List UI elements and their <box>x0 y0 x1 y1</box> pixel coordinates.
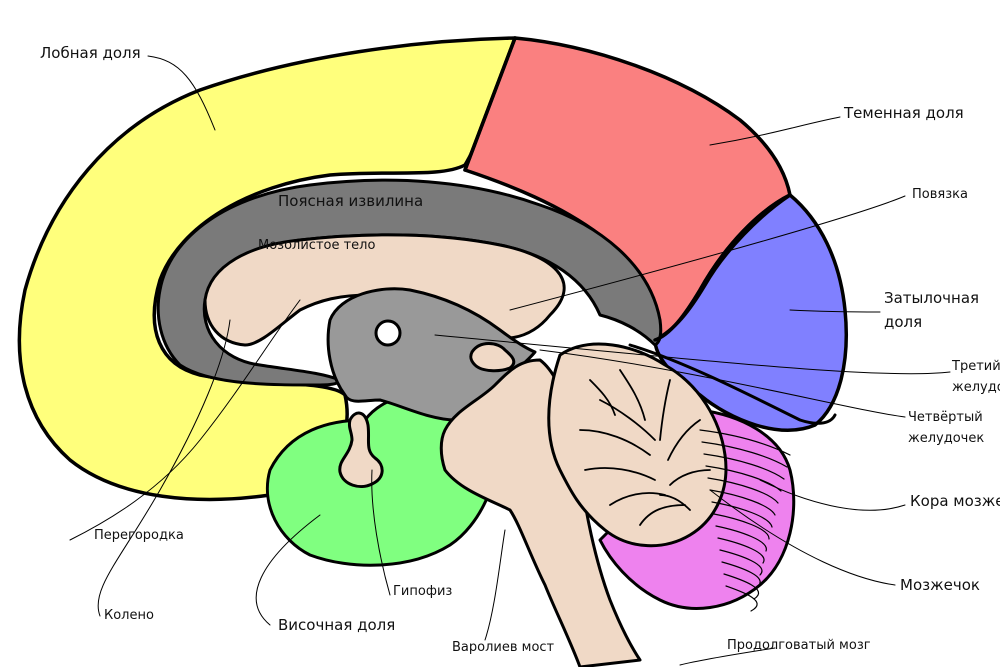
label-parietal-lobe: Теменная доля <box>844 104 964 122</box>
label-pointer-line <box>509 195 906 311</box>
label-pointer-line <box>789 309 881 313</box>
cerebellum-fold-line <box>599 399 656 441</box>
label-pituitary: Гипофиз <box>393 584 453 599</box>
label-pointer-line <box>759 479 906 511</box>
cerebellum-region <box>547 342 728 548</box>
lobe-divider-line <box>653 193 792 342</box>
cortex-stripe-line <box>723 573 760 600</box>
lobe-divider-line <box>463 36 517 172</box>
cerebellum-fold-line <box>584 467 656 481</box>
occipital-lobe-region <box>653 193 848 432</box>
cortex-stripe-line <box>725 585 758 612</box>
label-fornix: Повязка <box>912 187 968 202</box>
label-cingulate-gyrus: Поясная извилина <box>278 192 424 210</box>
label-pointer-line <box>371 469 391 596</box>
label-occipital-lobe-line1: Затылочная <box>884 289 980 307</box>
label-third-ventricle-line2: желудочек <box>952 380 1000 395</box>
cerebellum-folia <box>579 369 711 526</box>
label-pointer-line <box>679 647 776 666</box>
cerebellar-cortex-stripes <box>699 429 791 612</box>
label-cerebellum: Мозжечок <box>900 576 980 594</box>
label-pointer-line <box>539 349 906 418</box>
label-pointer-line <box>434 334 951 375</box>
cortex-stripe-line <box>719 549 763 576</box>
third-ventricle-hole <box>374 319 402 347</box>
label-frontal-lobe: Лобная доля <box>40 44 141 62</box>
label-temporal-lobe: Височная доля <box>278 616 396 634</box>
label-cerebellar-cortex: Кора мозжечка <box>910 492 1000 510</box>
cerebellum-fold-line <box>667 419 701 461</box>
cerebellum-fold-line <box>619 369 646 421</box>
cortex-stripe-line <box>721 561 761 588</box>
cortex-stripe-line <box>715 525 767 552</box>
pineal-region <box>469 342 516 373</box>
label-fourth-ventricle-line2: желудочек <box>908 431 985 446</box>
tentorium-line <box>628 343 837 425</box>
label-medulla: Продолговатый мозг <box>727 638 871 653</box>
label-pointer-line <box>97 319 231 617</box>
cortex-stripe-line <box>701 441 788 468</box>
pointer-lines <box>69 36 951 666</box>
label-fourth-ventricle-line1: Четвёртый <box>908 410 983 425</box>
label-pointer-line <box>147 55 216 131</box>
cerebellum-fold-line <box>639 504 686 526</box>
cerebellum-fold-line <box>609 492 666 506</box>
label-septum: Перегородка <box>94 528 184 543</box>
label-pointer-line <box>69 299 301 541</box>
label-pons: Варолиев мост <box>452 640 555 655</box>
cerebellum-fold-line <box>669 469 711 486</box>
cortex-stripe-line <box>699 429 791 456</box>
cortex-stripe-line <box>717 537 765 564</box>
cerebellum-fold-line <box>579 429 651 456</box>
label-genu: Колено <box>104 608 154 623</box>
label-third-ventricle-line1: Третий <box>952 359 1000 374</box>
label-pointer-line <box>255 514 321 626</box>
cerebellum-fold-line <box>659 379 671 441</box>
label-pointer-line <box>484 529 506 641</box>
cortex-stripe-line <box>703 453 785 480</box>
cerebellum-fold-line <box>589 379 616 416</box>
cortex-stripe-line <box>711 501 773 528</box>
cortex-stripe-line <box>713 513 770 540</box>
label-corpus-callosum: Мозолистое тело <box>258 238 376 253</box>
brainstem-region <box>439 358 642 667</box>
cortex-stripe-line <box>707 477 779 504</box>
cerebellum-fold-line <box>659 494 691 511</box>
label-occipital-lobe-line2: доля <box>884 313 923 331</box>
label-pointer-line <box>709 489 896 586</box>
cortex-stripe-line <box>709 489 776 516</box>
label-pointer-line <box>709 116 841 146</box>
